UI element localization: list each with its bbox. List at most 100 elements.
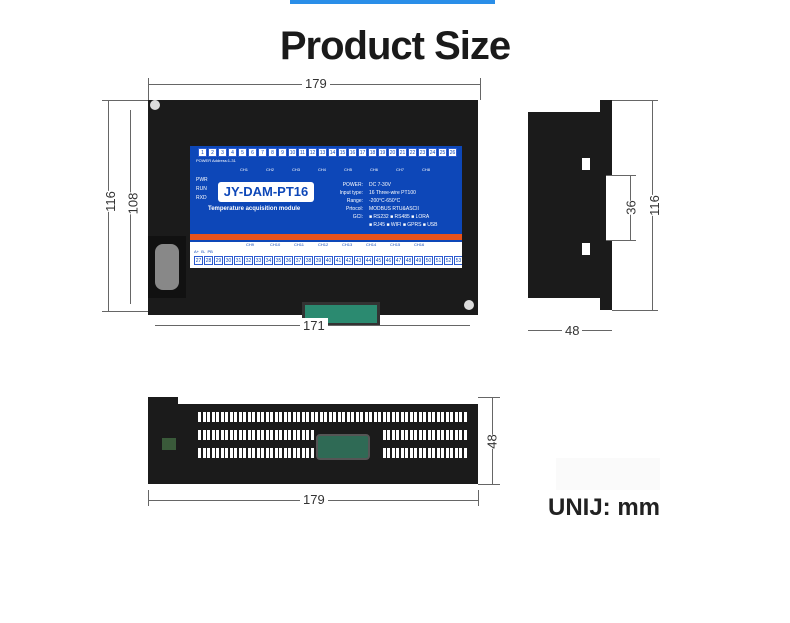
vent-slot — [288, 430, 291, 440]
vent-slot — [414, 412, 417, 422]
vent-slot — [441, 448, 444, 458]
terminal: 35 — [274, 256, 283, 265]
vent-slot — [436, 412, 440, 422]
terminal: 18 — [368, 148, 377, 157]
vent-slot — [432, 430, 435, 440]
terminal: 4 — [228, 148, 237, 157]
vent-slot — [283, 412, 287, 422]
vent-slot — [202, 412, 206, 422]
dim-side-height-116: 116 — [646, 195, 662, 216]
vent-slot — [265, 430, 269, 440]
vent-slot — [274, 412, 278, 422]
vent-slot — [423, 430, 426, 440]
vent-slot — [207, 430, 210, 440]
terminal: 47 — [394, 256, 403, 265]
terminal: 38 — [304, 256, 313, 265]
vent-slot — [459, 448, 462, 458]
channel-label: CH5 — [344, 167, 353, 172]
vent-slot — [243, 412, 246, 422]
vent-slot — [297, 412, 300, 422]
spec-value: ■ RJ45 ■ WIFI ■ GPRS ■ USB — [369, 222, 438, 228]
vent-slot — [202, 430, 206, 440]
spec-key: Prtocol: — [346, 206, 363, 212]
vent-slot — [409, 412, 413, 422]
spec-key: GCI: — [352, 214, 363, 220]
vent-slot — [364, 412, 368, 422]
terminal: 52 — [444, 256, 453, 265]
vent-slot — [441, 412, 444, 422]
vent-slot — [288, 412, 291, 422]
vent-slot — [405, 448, 408, 458]
vent-slot — [238, 448, 242, 458]
dim-slot-36: 36 — [623, 200, 639, 215]
vent-slot — [418, 448, 422, 458]
led-pwr: PWR — [196, 177, 208, 183]
vent-slot — [297, 430, 300, 440]
vent-slot — [274, 430, 278, 440]
terminal: 40 — [324, 256, 333, 265]
led-rxd: RXD — [196, 195, 207, 201]
spec-value: ■ RS232 ■ RS485 ■ LORA — [369, 214, 430, 220]
vent-slot — [243, 448, 246, 458]
channel-label: CH12 — [318, 242, 329, 247]
vent-slot — [409, 430, 413, 440]
terminal: 20 — [388, 148, 397, 157]
vent-slot — [432, 448, 435, 458]
vent-slot — [234, 448, 237, 458]
spec-value: MODBUS RTU&ASCII — [369, 206, 419, 212]
spec-row: ■ RJ45 ■ WIFI ■ GPRS ■ USB — [325, 222, 437, 228]
top-accent-bar — [290, 0, 495, 4]
spec-row: Input type:16 Three-wire PT100 — [325, 190, 416, 196]
terminal: 10 — [288, 148, 297, 157]
vent-slot — [229, 430, 233, 440]
terminal: 36 — [284, 256, 293, 265]
vent-slot — [432, 412, 435, 422]
terminal: 30 — [224, 256, 233, 265]
vent-slot — [400, 430, 404, 440]
vent-slot — [283, 430, 287, 440]
vent-slot — [270, 448, 273, 458]
channel-label: CH8 — [422, 167, 431, 172]
vent-slot — [436, 430, 440, 440]
vent-slot — [450, 430, 453, 440]
vent-slot — [247, 412, 251, 422]
terminal: 49 — [414, 256, 423, 265]
vent-slot — [387, 430, 390, 440]
vent-slot — [234, 412, 237, 422]
led-run: RUN — [196, 186, 207, 192]
vent-slot — [369, 412, 372, 422]
vent-slot — [310, 412, 314, 422]
vent-slot — [220, 448, 224, 458]
vent-slot — [382, 412, 386, 422]
vent-slot — [220, 430, 224, 440]
vent-slot — [454, 430, 458, 440]
vent-slot — [427, 448, 431, 458]
model-name: JY-DAM-PT16 — [218, 182, 314, 202]
vent-slot — [337, 412, 341, 422]
terminal: 27 — [194, 256, 203, 265]
spec-row: POWER:DC 7-30V — [325, 182, 391, 188]
vent-slot — [346, 412, 350, 422]
dim-width-179: 179 — [302, 76, 330, 91]
vent-slot — [265, 448, 269, 458]
vent-slot — [252, 412, 255, 422]
spec-value: DC 7-30V — [369, 182, 391, 188]
vent-slot — [310, 448, 314, 458]
vent-slot — [445, 448, 449, 458]
vent-slot — [207, 448, 210, 458]
power-label: POWER — [196, 158, 212, 163]
channel-label: CH11 — [294, 242, 304, 247]
vent-slot — [427, 430, 431, 440]
vent-slot — [211, 412, 215, 422]
rs485-labels: A+ B- PB — [194, 249, 213, 254]
vent-slot — [391, 430, 395, 440]
vent-slot — [387, 448, 390, 458]
vent-slot — [198, 430, 201, 440]
terminal: 45 — [374, 256, 383, 265]
vent-slot — [279, 412, 282, 422]
module-subtitle: Temperature acquisition module — [208, 206, 301, 212]
vent-slot — [351, 412, 354, 422]
vent-slot — [459, 430, 462, 440]
vent-slot — [450, 412, 453, 422]
